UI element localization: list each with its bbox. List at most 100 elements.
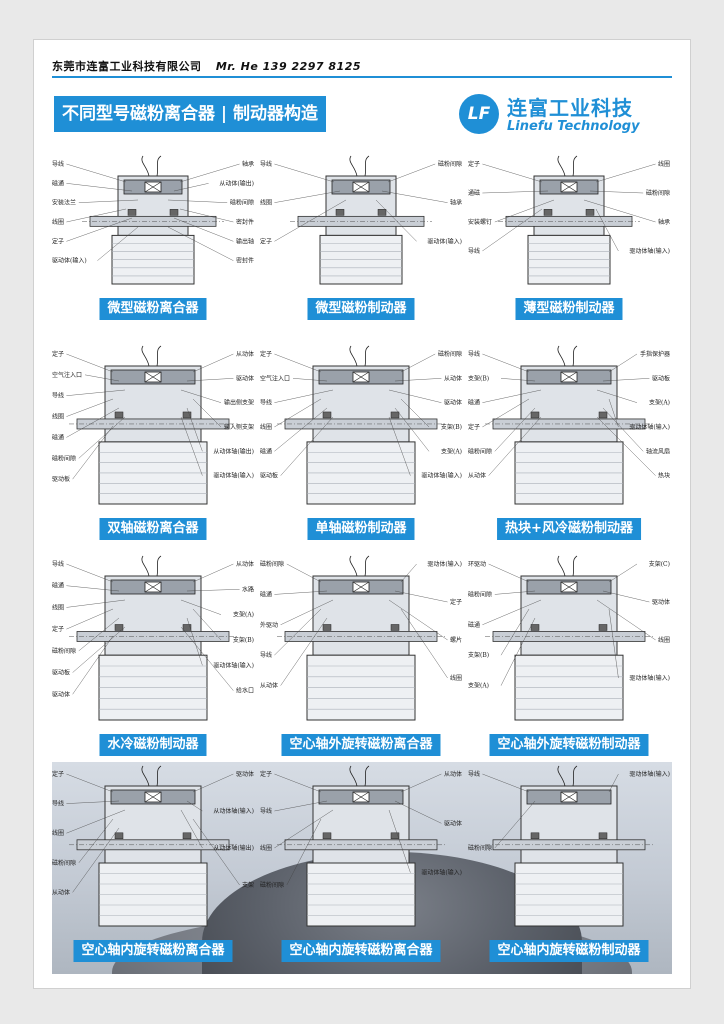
callout-label: 安装螺钉: [468, 218, 492, 226]
callout-label: 密封件: [236, 218, 254, 226]
callout-label: 线圈: [52, 829, 64, 837]
diagram-caption: 单轴磁粉制动器: [307, 518, 415, 540]
callout-label: 导线: [468, 350, 480, 358]
callout-label: 线圈: [658, 160, 670, 168]
diagram-cell: 定子导线线圈磁粉间隙从动体驱动体从动体轴(输入)从动体轴(输出)支架空心轴内旋转…: [48, 762, 258, 964]
callout-label: 定子: [52, 237, 64, 245]
callout-label: 驱动体轴(输入): [213, 472, 254, 480]
diagram-caption: 空心轴内旋转磁粉离合器: [73, 940, 233, 962]
lf-logo-icon: LF: [459, 94, 499, 134]
callout-label: 空气注入口: [260, 374, 290, 382]
callout-label: 磁通: [52, 179, 64, 187]
diagram-caption: 空心轴内旋转磁粉离合器: [281, 940, 441, 962]
callout-label: 从动体: [468, 472, 486, 480]
callout-label: 磁通: [52, 582, 64, 590]
brand-logo: LF 连富工业科技 Linefu Technology: [459, 92, 679, 138]
callout-label: 导线: [468, 770, 480, 778]
callout-label: 定子: [260, 237, 272, 245]
callout-label: 磁粉间隙: [438, 350, 462, 358]
contact-info: Mr. He 139 2297 8125: [215, 60, 362, 73]
callout-label: 导线: [52, 160, 64, 168]
callout-label: 支架(B): [468, 651, 489, 659]
callout-label: 导线: [52, 560, 64, 568]
callout-label: 驱动体轴(输入): [421, 472, 462, 480]
callout-label: 线圈: [658, 636, 670, 644]
callout-label: 定子: [468, 160, 480, 168]
callout-label: 磁粉间隙: [52, 859, 76, 867]
callout-label: 磁粉间隙: [468, 590, 492, 598]
callout-label: 从动体轴(输出): [213, 844, 254, 852]
callout-label: 输入侧支架: [224, 423, 254, 431]
callout-label: 从动体轴(输出): [213, 447, 254, 455]
callout-label: 从动体: [52, 888, 70, 896]
callout-label: 驱动体(输入): [427, 560, 462, 568]
callout-label: 支架: [242, 881, 254, 889]
diagram-cell: 定子空气注入口导线线圈磁通磁粉间隙驱动板从动体驱动体输出侧支架输入侧支架从动体轴…: [48, 342, 258, 542]
callout-label: 磁粉间隙: [468, 844, 492, 852]
callout-label: 输出侧支架: [224, 399, 254, 407]
callout-label: 水路: [242, 585, 254, 593]
cross-section-drawing: 定子空气注入口导线线圈磁通磁粉间隙驱动板从动体驱动体输出侧支架输入侧支架从动体轴…: [52, 345, 254, 505]
callout-label: 热块: [658, 472, 670, 480]
callout-label: 驱动体轴(输入): [629, 423, 670, 431]
callout-label: 给水口: [236, 687, 254, 695]
callout-label: 导线: [260, 651, 272, 659]
diagram-cell: 导线磁粉间隙 驱动体轴(输入) 空心轴内旋转磁粉制动器: [464, 762, 674, 964]
callout-label: 支架(A): [649, 399, 670, 407]
header-line: 东莞市连富工业科技有限公司 Mr. He 139 2297 8125: [52, 58, 361, 74]
callout-label: 导线: [52, 392, 64, 400]
callout-label: 支架(B): [468, 374, 489, 382]
callout-label: 定子: [260, 770, 272, 778]
callout-label: 导线: [260, 160, 272, 168]
diagram-caption: 空心轴外旋转磁粉制动器: [489, 734, 649, 756]
callout-label: 线圈: [450, 674, 462, 682]
callout-label: 磁粉间隙: [646, 189, 670, 197]
callout-label: 驱动体轴(输入): [421, 869, 462, 877]
callout-label: 通磁: [468, 189, 480, 197]
cross-section-drawing: 定子空气注入口导线线圈磁通驱动板磁粉间隙从动体驱动体支架(B)支架(A)驱动体轴…: [260, 345, 462, 505]
callout-label: 线圈: [52, 218, 64, 226]
callout-label: 导线: [468, 247, 480, 255]
callout-label: 驱动体: [236, 374, 254, 382]
callout-label: 从动体(输出): [219, 179, 254, 187]
callout-label: 外驱动: [260, 621, 278, 629]
callout-label: 定子: [52, 770, 64, 778]
diagram-caption: 水冷磁粉制动器: [99, 734, 207, 756]
diagram-cell: 磁粉间隙磁通外驱动导线从动体驱动体(输入)定子螺片线圈空心轴外旋转磁粉离合器: [256, 552, 466, 758]
company-name: 东莞市连富工业科技有限公司: [52, 60, 202, 73]
callout-label: 驱动体轴(输入): [629, 247, 670, 255]
diagram-caption: 空心轴外旋转磁粉离合器: [281, 734, 441, 756]
callout-label: 输出轴: [236, 237, 254, 245]
callout-label: 驱动体(输入): [52, 257, 87, 265]
callout-label: 定子: [52, 625, 64, 633]
callout-label: 密封件: [236, 257, 254, 265]
callout-label: 磁粉间隙: [52, 647, 76, 655]
callout-label: 从动体: [260, 682, 278, 690]
cross-section-drawing: 导线支架(B)磁通定子磁粉间隙从动体手指保护器驱动板支架(A)驱动体轴(输入)轴…: [468, 345, 670, 505]
diagram-caption: 空心轴内旋转磁粉制动器: [489, 940, 649, 962]
callout-label: 驱动板: [260, 472, 278, 480]
callout-label: 线圈: [260, 844, 272, 852]
callout-label: 轴承: [242, 160, 254, 168]
callout-label: 从动体: [236, 560, 254, 568]
callout-label: 磁通: [52, 433, 64, 441]
callout-label: 磁粉间隙: [260, 560, 284, 568]
callout-label: 驱动体轴(输入): [629, 770, 670, 778]
callout-label: 支架(C): [649, 560, 670, 568]
callout-label: 导线: [52, 800, 64, 808]
cross-section-drawing: 导线磁通线圈定子磁粉间隙驱动板驱动体从动体水路支架(A)支架(B)驱动体轴(输入…: [52, 555, 254, 721]
callout-label: 驱动体(输入): [427, 237, 462, 245]
callout-label: 支架(B): [441, 423, 462, 431]
callout-label: 从动体轴(输入): [213, 807, 254, 815]
callout-label: 驱动体轴(输入): [629, 674, 670, 682]
header-rule: [52, 76, 672, 78]
page-title: 不同型号磁粉离合器 | 制动器构造图: [54, 96, 326, 160]
callout-label: 磁通: [260, 590, 272, 598]
callout-label: 磁粉间隙: [260, 881, 284, 889]
callout-label: 磁粉间隙: [438, 160, 462, 168]
callout-label: 空气注入口: [52, 371, 82, 379]
callout-label: 驱动板: [652, 374, 670, 382]
callout-label: 从动体: [444, 374, 462, 382]
